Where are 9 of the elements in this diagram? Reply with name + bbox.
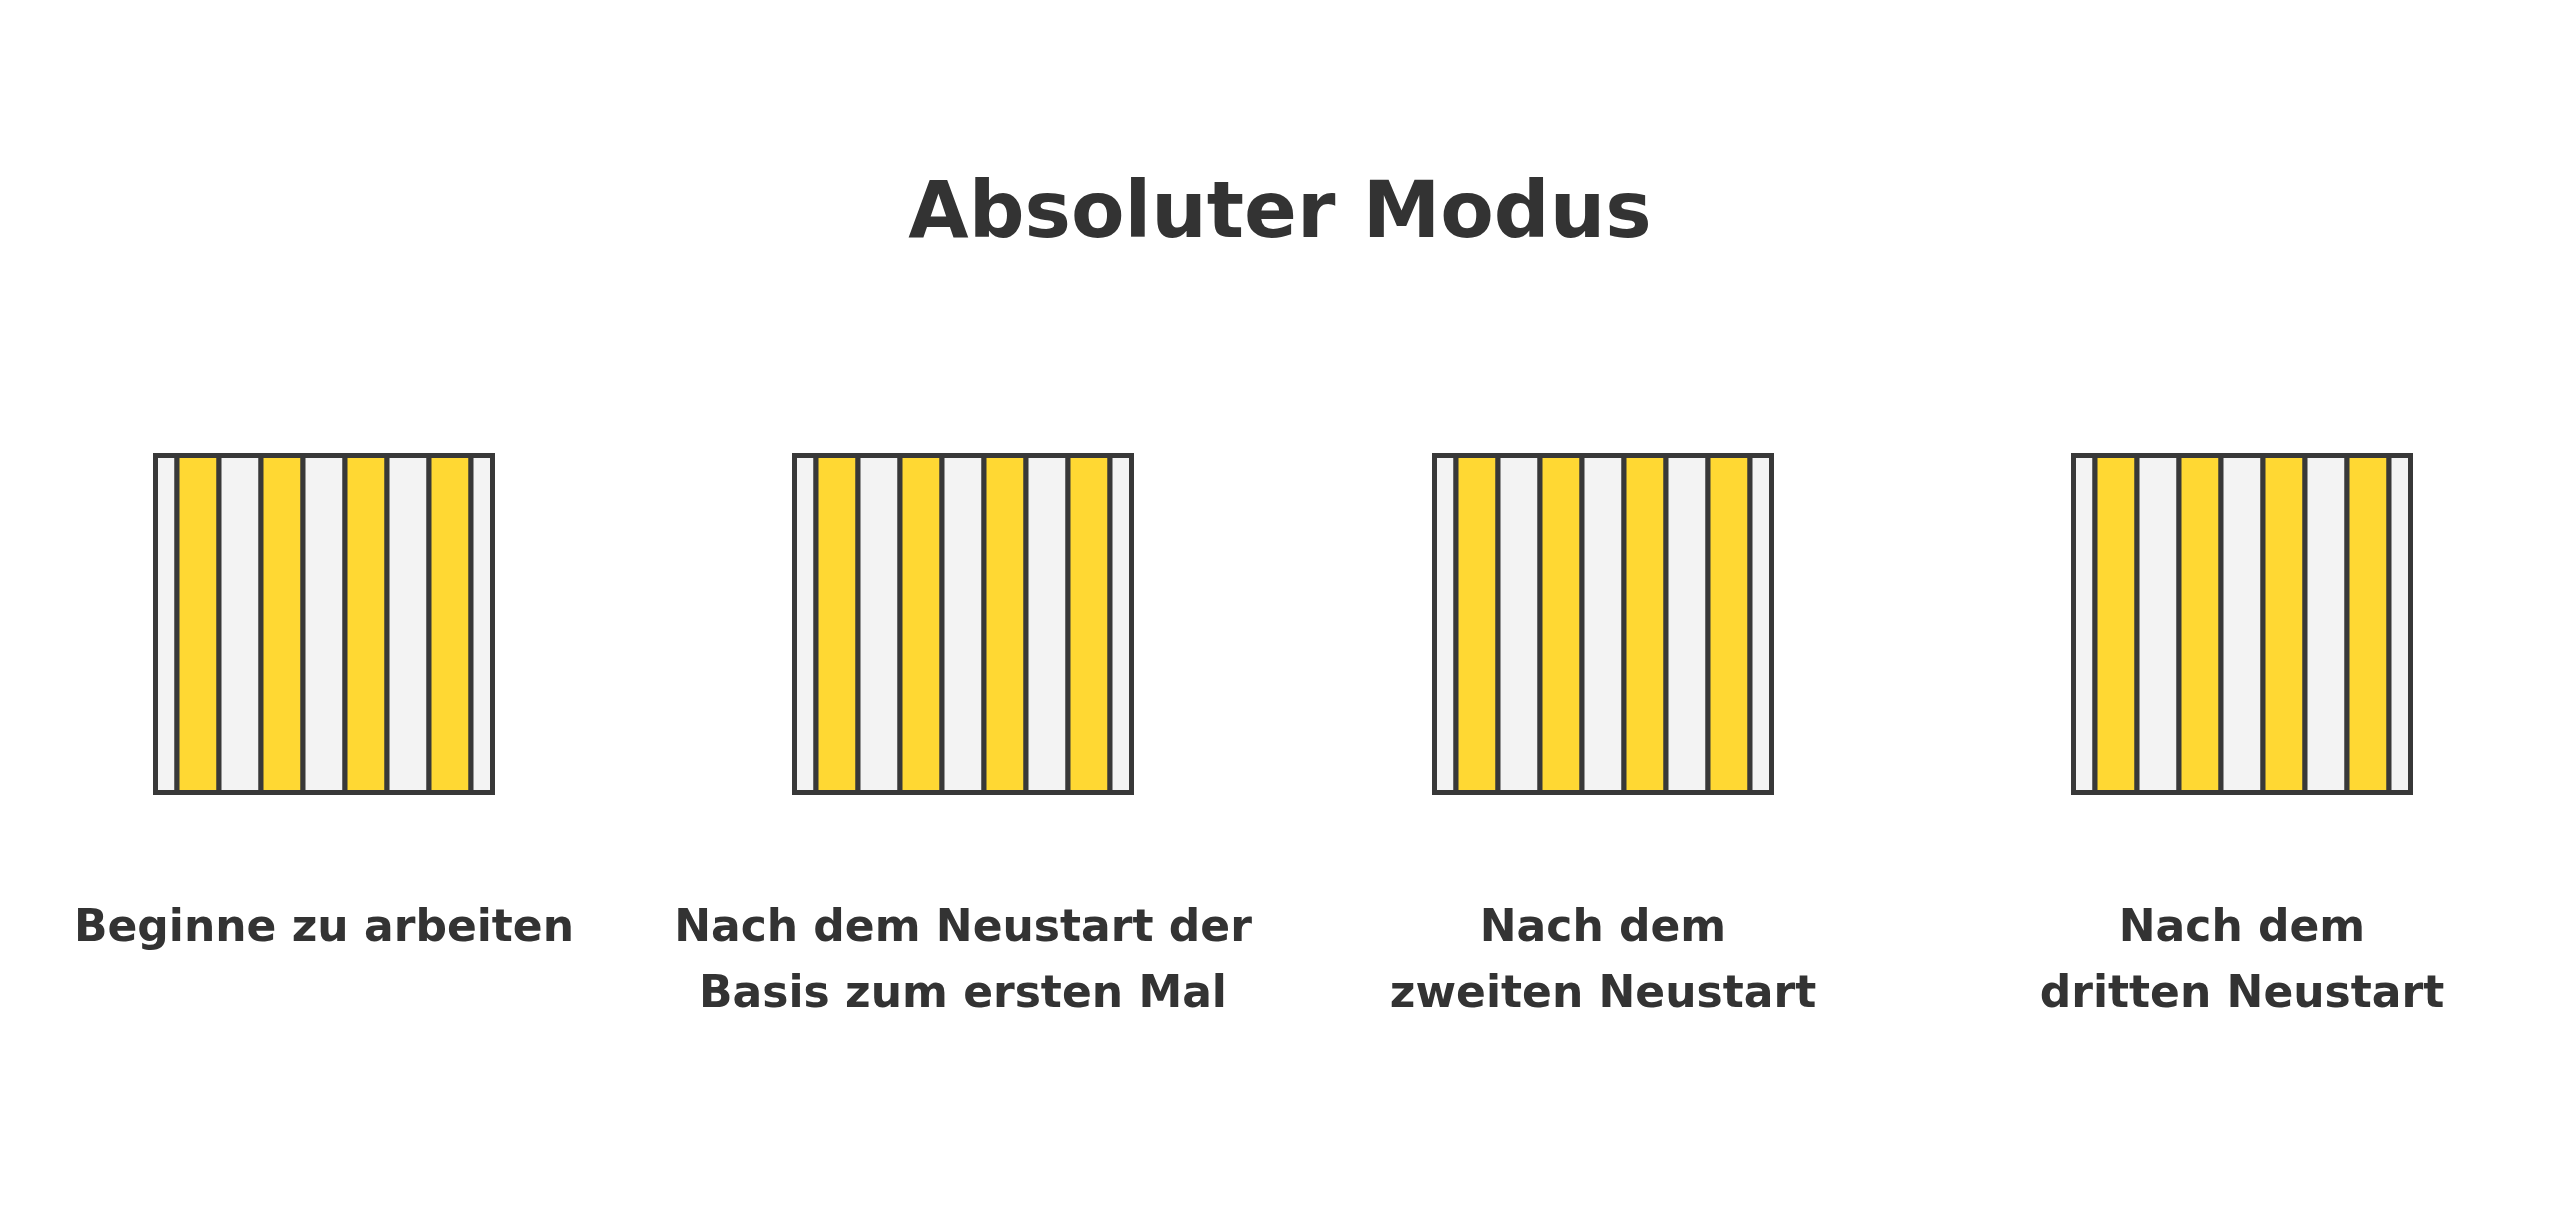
title: Absoluter Modus — [908, 165, 1652, 255]
node-label: Nach dem zweiten Neustart — [1388, 899, 1818, 1019]
node-label: Nach dem dritten Neustart — [2038, 899, 2446, 1019]
striped-square — [1432, 453, 1774, 795]
striped-square — [2071, 453, 2413, 795]
node-label: Nach dem Neustart der Basis zum ersten Mal — [673, 899, 1253, 1019]
striped-square — [792, 453, 1134, 795]
node-label: Beginne zu arbeiten — [73, 899, 575, 953]
striped-square — [153, 453, 495, 795]
